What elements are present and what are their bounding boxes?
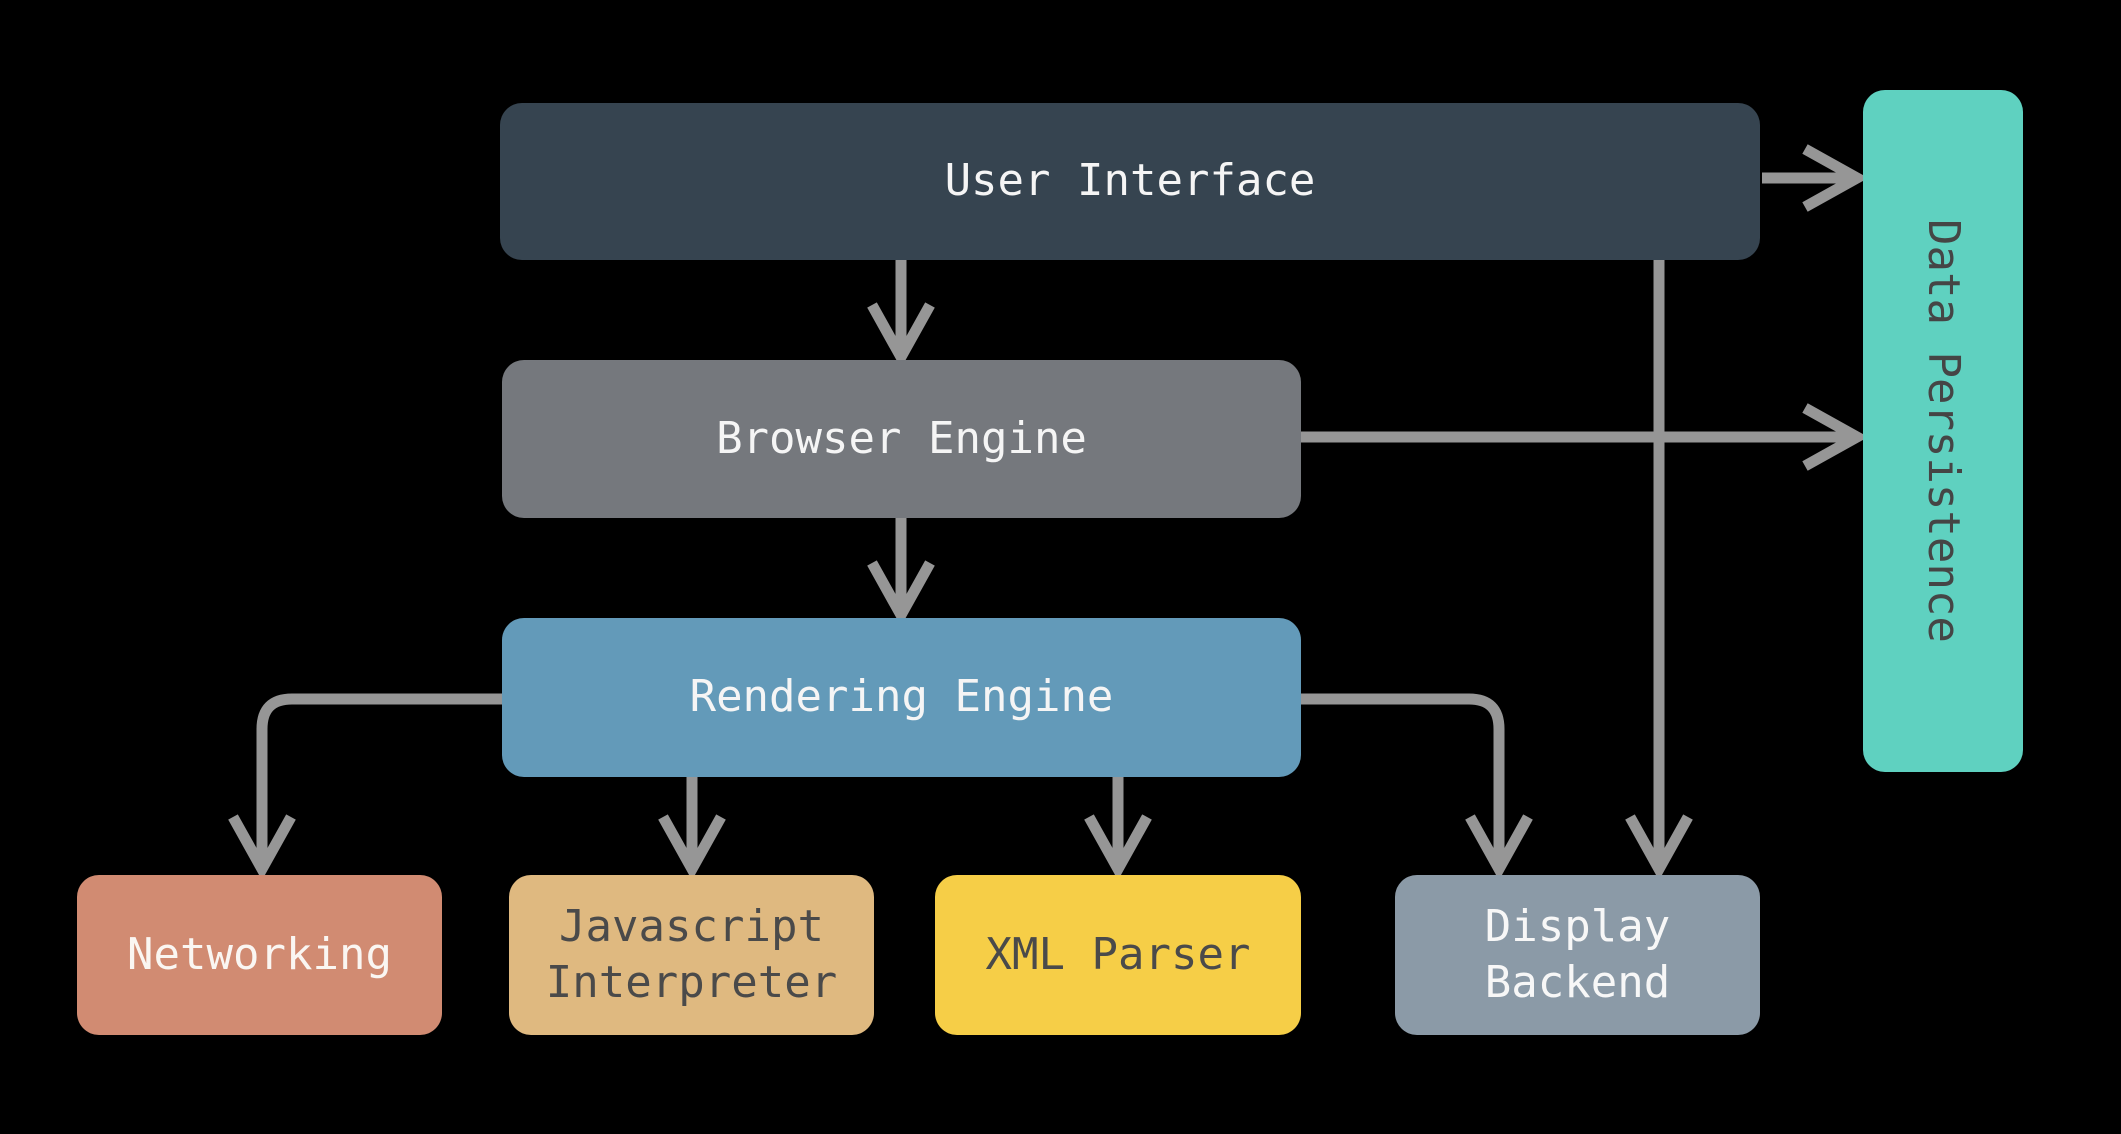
- node-networking: Networking: [77, 875, 442, 1035]
- edge-browser-engine-to-data-persistence: [1301, 403, 1869, 471]
- arrowhead-icon: [1802, 403, 1869, 471]
- edge-user-interface-to-browser-engine: [867, 260, 935, 369]
- node-xml-parser-label: XML Parser: [985, 928, 1251, 980]
- edge-user-interface-to-display-backend: [1625, 260, 1693, 881]
- node-display-backend: Display Backend: [1395, 875, 1760, 1035]
- arrowhead-icon: [867, 302, 935, 369]
- node-xml-parser: XML Parser: [935, 875, 1301, 1035]
- edge-rendering-engine-to-networking: [228, 693, 502, 881]
- node-rendering-engine: Rendering Engine: [502, 618, 1301, 777]
- node-javascript-interpreter-label: Javascript Interpreter: [545, 900, 838, 1008]
- node-user-interface: User Interface: [500, 103, 1760, 260]
- arrowhead-icon: [228, 814, 296, 881]
- node-browser-engine: Browser Engine: [502, 360, 1301, 518]
- node-networking-label: Networking: [127, 928, 392, 980]
- node-user-interface-label: User Interface: [944, 155, 1316, 207]
- arrowhead-icon: [658, 814, 726, 881]
- arrowhead-icon: [867, 560, 935, 627]
- node-data-persistence-label: Data Persistence: [1918, 219, 1970, 643]
- node-browser-engine-label: Browser Engine: [716, 412, 1087, 464]
- node-data-persistence: Data Persistence: [1863, 90, 2023, 772]
- arrowhead-icon: [1084, 814, 1152, 881]
- edge-browser-engine-to-rendering-engine: [867, 518, 935, 627]
- arrowhead-icon: [1802, 144, 1869, 212]
- arrowhead-icon: [1465, 814, 1533, 881]
- edge-user-interface-to-data-persistence: [1762, 144, 1869, 212]
- edge-rendering-engine-to-xml-parser: [1084, 777, 1152, 881]
- node-display-backend-label: Display Backend: [1484, 900, 1671, 1008]
- edge-rendering-engine-to-javascript-interpreter: [658, 777, 726, 881]
- edge-rendering-engine-to-display-backend: [1301, 693, 1533, 881]
- node-javascript-interpreter: Javascript Interpreter: [509, 875, 874, 1035]
- arrowhead-icon: [1625, 814, 1693, 881]
- node-rendering-engine-label: Rendering Engine: [689, 671, 1114, 723]
